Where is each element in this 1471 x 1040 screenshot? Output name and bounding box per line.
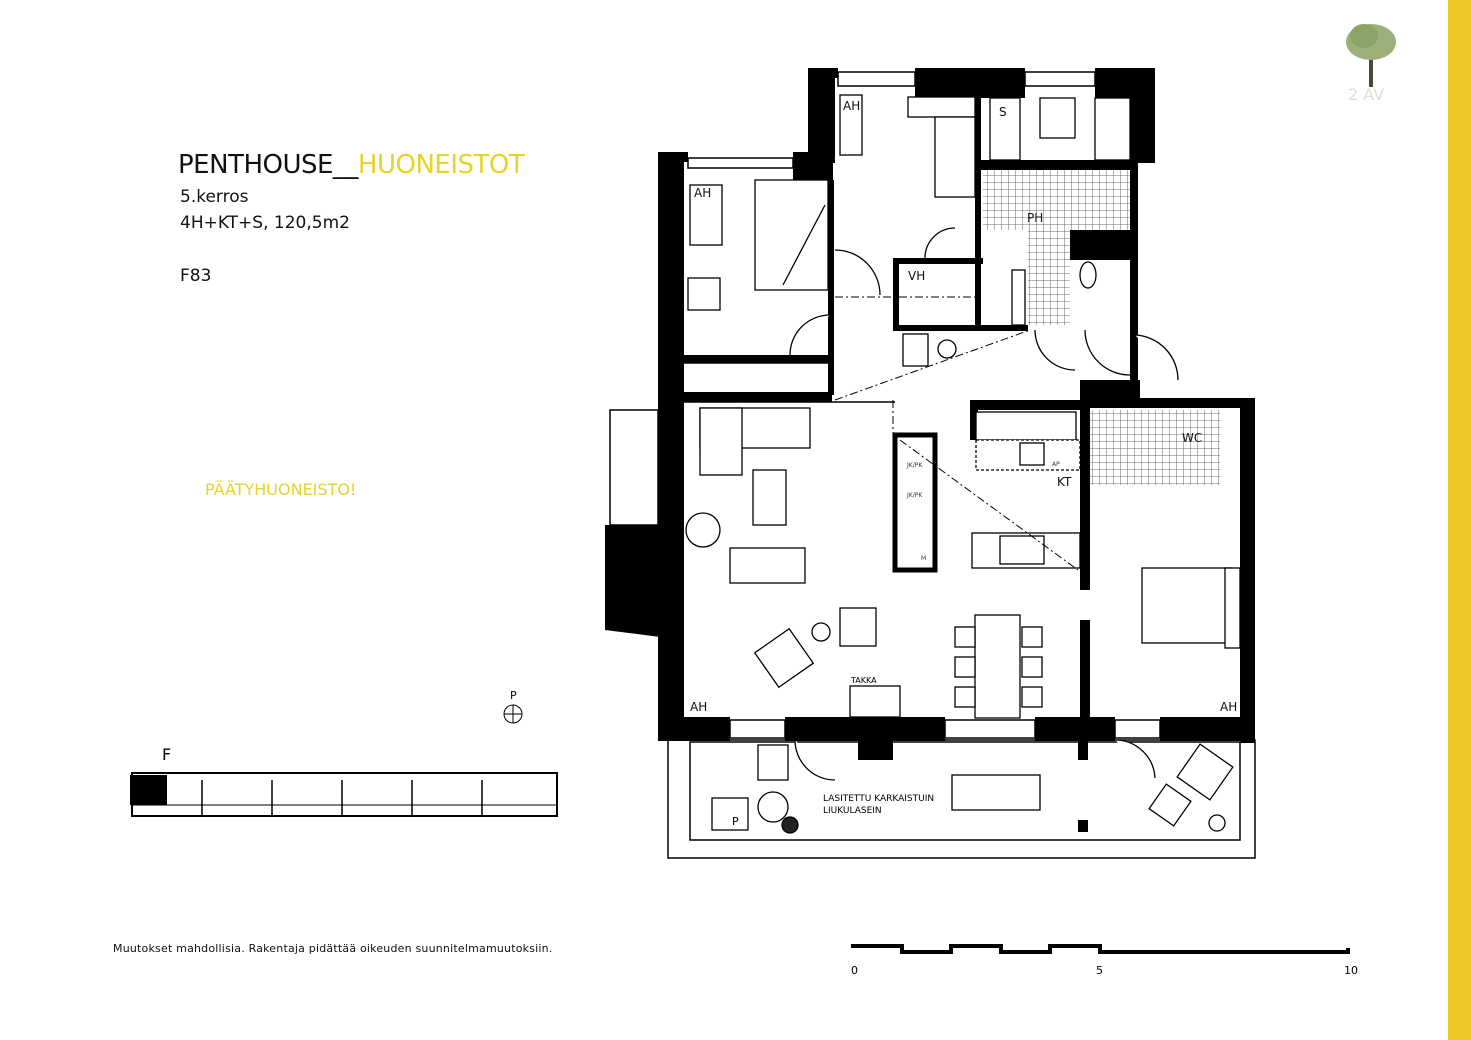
room-label: PH	[1027, 211, 1043, 225]
appliance-label: AP	[1052, 461, 1060, 468]
scale-tick: 5	[1096, 964, 1103, 977]
title-accent: HUONEISTOT	[357, 150, 525, 180]
room-label: VH	[908, 269, 925, 283]
furniture	[685, 94, 1241, 834]
title-main: PENTHOUSE__	[178, 150, 358, 180]
scale-tick: 0	[851, 964, 858, 977]
room-label: S	[999, 105, 1007, 119]
room-label: AH	[694, 186, 711, 200]
compass-label: P	[510, 689, 517, 702]
appliance-label: JK/PK	[906, 462, 923, 469]
appliance-label: JK/PK	[906, 492, 923, 499]
room-label: AH	[1220, 700, 1237, 714]
page-title: PENTHOUSE__HUONEISTOT	[178, 150, 525, 180]
layout-area: 4H+KT+S, 120,5m2	[180, 213, 350, 233]
logo-text: 2 AV	[1348, 85, 1384, 104]
key-plan: F	[130, 745, 558, 817]
fireplace-label: TAKKA	[850, 676, 877, 685]
north-compass-icon: P	[503, 689, 523, 724]
floor-label: 5.kerros	[180, 187, 249, 207]
end-apartment-note: PÄÄTYHUONEISTO!	[205, 480, 357, 499]
accent-bar	[1448, 0, 1471, 1040]
room-label: WC	[1182, 431, 1202, 445]
windows	[609, 71, 1256, 859]
walls	[605, 68, 1255, 832]
balcony-note: LASITETTU KARKAISTUIN	[823, 794, 934, 804]
key-plan-label: F	[162, 745, 171, 764]
storage-label: P	[732, 815, 739, 828]
bathroom-tiles	[983, 170, 1130, 230]
scale-tick: 10	[1344, 964, 1358, 977]
apartment-id: F83	[180, 266, 212, 286]
wc-tiles	[1090, 410, 1220, 485]
disclaimer: Muutokset mahdollisia. Rakentaja pidättä…	[113, 942, 553, 955]
room-label: KT	[1057, 475, 1072, 489]
bathroom-tiles-2	[1028, 230, 1070, 325]
room-label: AH	[690, 700, 707, 714]
room-label: AH	[843, 99, 860, 113]
appliance-label: M	[921, 555, 926, 562]
ceiling-lines	[834, 296, 1079, 571]
scale-bar: 0 5 10	[851, 944, 1358, 977]
tree-logo-icon: 2 AV	[1346, 24, 1396, 104]
balcony-note: LIUKULASEIN	[823, 806, 882, 816]
